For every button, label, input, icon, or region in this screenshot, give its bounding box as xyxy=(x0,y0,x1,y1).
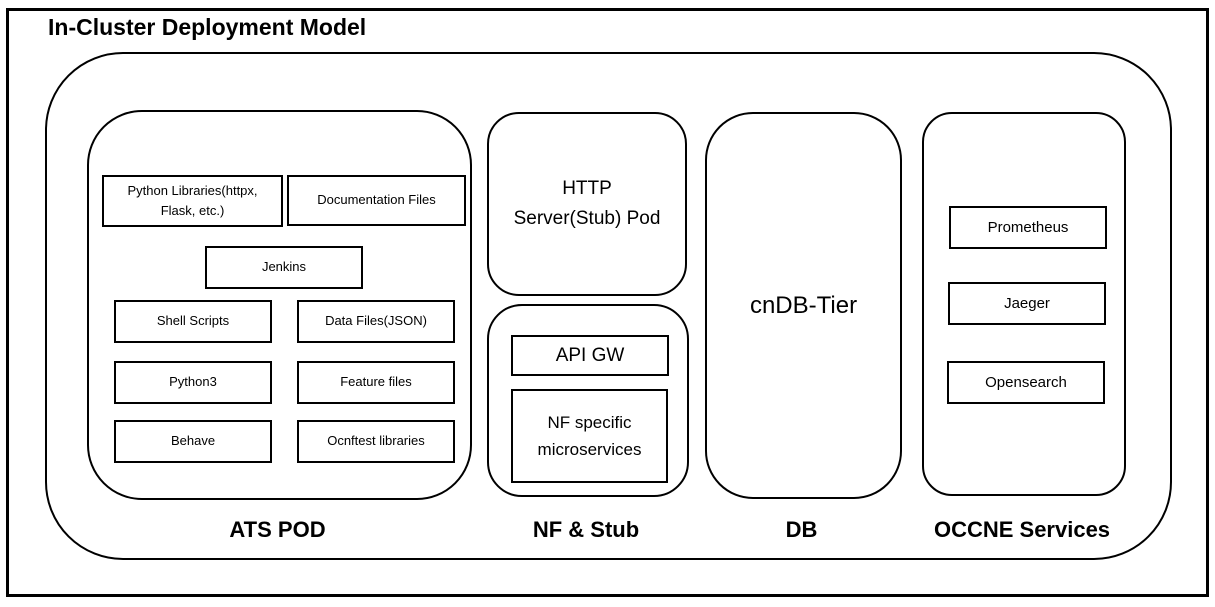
documentation-files-box: Documentation Files xyxy=(287,175,466,226)
diagram-title: In-Cluster Deployment Model xyxy=(48,14,367,40)
occne-services-container: Prometheus Jaeger Opensearch xyxy=(922,112,1126,496)
http-server-stub-pod-container: HTTP Server(Stub) Pod xyxy=(487,112,687,296)
cndb-tier-label: cnDB-Tier xyxy=(749,291,858,319)
opensearch-box: Opensearch xyxy=(947,361,1105,404)
jaeger-box: Jaeger xyxy=(948,282,1106,325)
python-libraries-label: Python Libraries(httpx, Flask, etc.) xyxy=(127,182,258,218)
api-gw-box: API GW xyxy=(511,335,669,376)
feature-files-box: Feature files xyxy=(297,361,455,404)
nf-specific-microservices-box: NF specific microservices xyxy=(511,389,668,483)
nf-stub-label: NF & Stub xyxy=(532,517,640,542)
http-server-stub-pod-label: HTTP Server(Stub) Pod xyxy=(513,178,661,229)
jenkins-box: Jenkins xyxy=(205,246,363,289)
python3-box: Python3 xyxy=(114,361,272,404)
nf-specific-microservices-label: NF specific microservices xyxy=(537,413,642,459)
ats-pod-label: ATS POD xyxy=(229,517,326,542)
db-label: DB xyxy=(785,517,818,542)
behave-box: Behave xyxy=(114,420,272,463)
data-files-json-box: Data Files(JSON) xyxy=(297,300,455,343)
prometheus-box: Prometheus xyxy=(949,206,1107,249)
occne-services-label: OCCNE Services xyxy=(933,517,1111,542)
ocnftest-libraries-box: Ocnftest libraries xyxy=(297,420,455,463)
nf-pod-container: API GW NF specific microservices xyxy=(487,304,689,497)
shell-scripts-box: Shell Scripts xyxy=(114,300,272,343)
ats-pod-container: Python Libraries(httpx, Flask, etc.) Doc… xyxy=(87,110,472,500)
cndb-tier-container: cnDB-Tier xyxy=(705,112,902,499)
python-libraries-box: Python Libraries(httpx, Flask, etc.) xyxy=(102,175,283,227)
